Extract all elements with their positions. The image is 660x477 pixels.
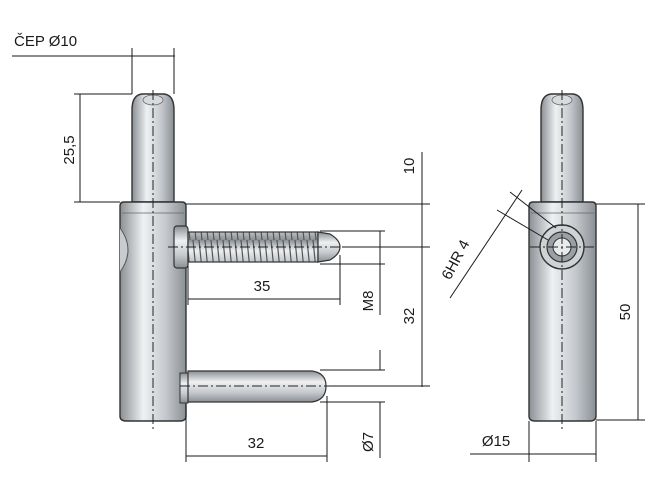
label-spacing: 32 [401, 308, 418, 325]
label-screw-length: 35 [254, 278, 271, 295]
label-pin-small-diameter: Ø7 [360, 432, 377, 452]
dimension-lines [12, 48, 645, 462]
label-pin-diameter: ČEP Ø10 [14, 33, 77, 50]
label-top-offset: 10 [401, 158, 418, 175]
label-pin-length: 32 [248, 435, 265, 452]
label-hex-socket: 6HR 4 [439, 237, 474, 283]
front-view [119, 90, 342, 430]
label-body-diameter: Ø15 [482, 433, 510, 450]
label-total-height: 50 [617, 304, 634, 321]
side-view [528, 90, 597, 430]
label-pin-height: 25,5 [61, 135, 78, 164]
label-thread: M8 [360, 291, 377, 312]
lower-pin [179, 370, 327, 404]
